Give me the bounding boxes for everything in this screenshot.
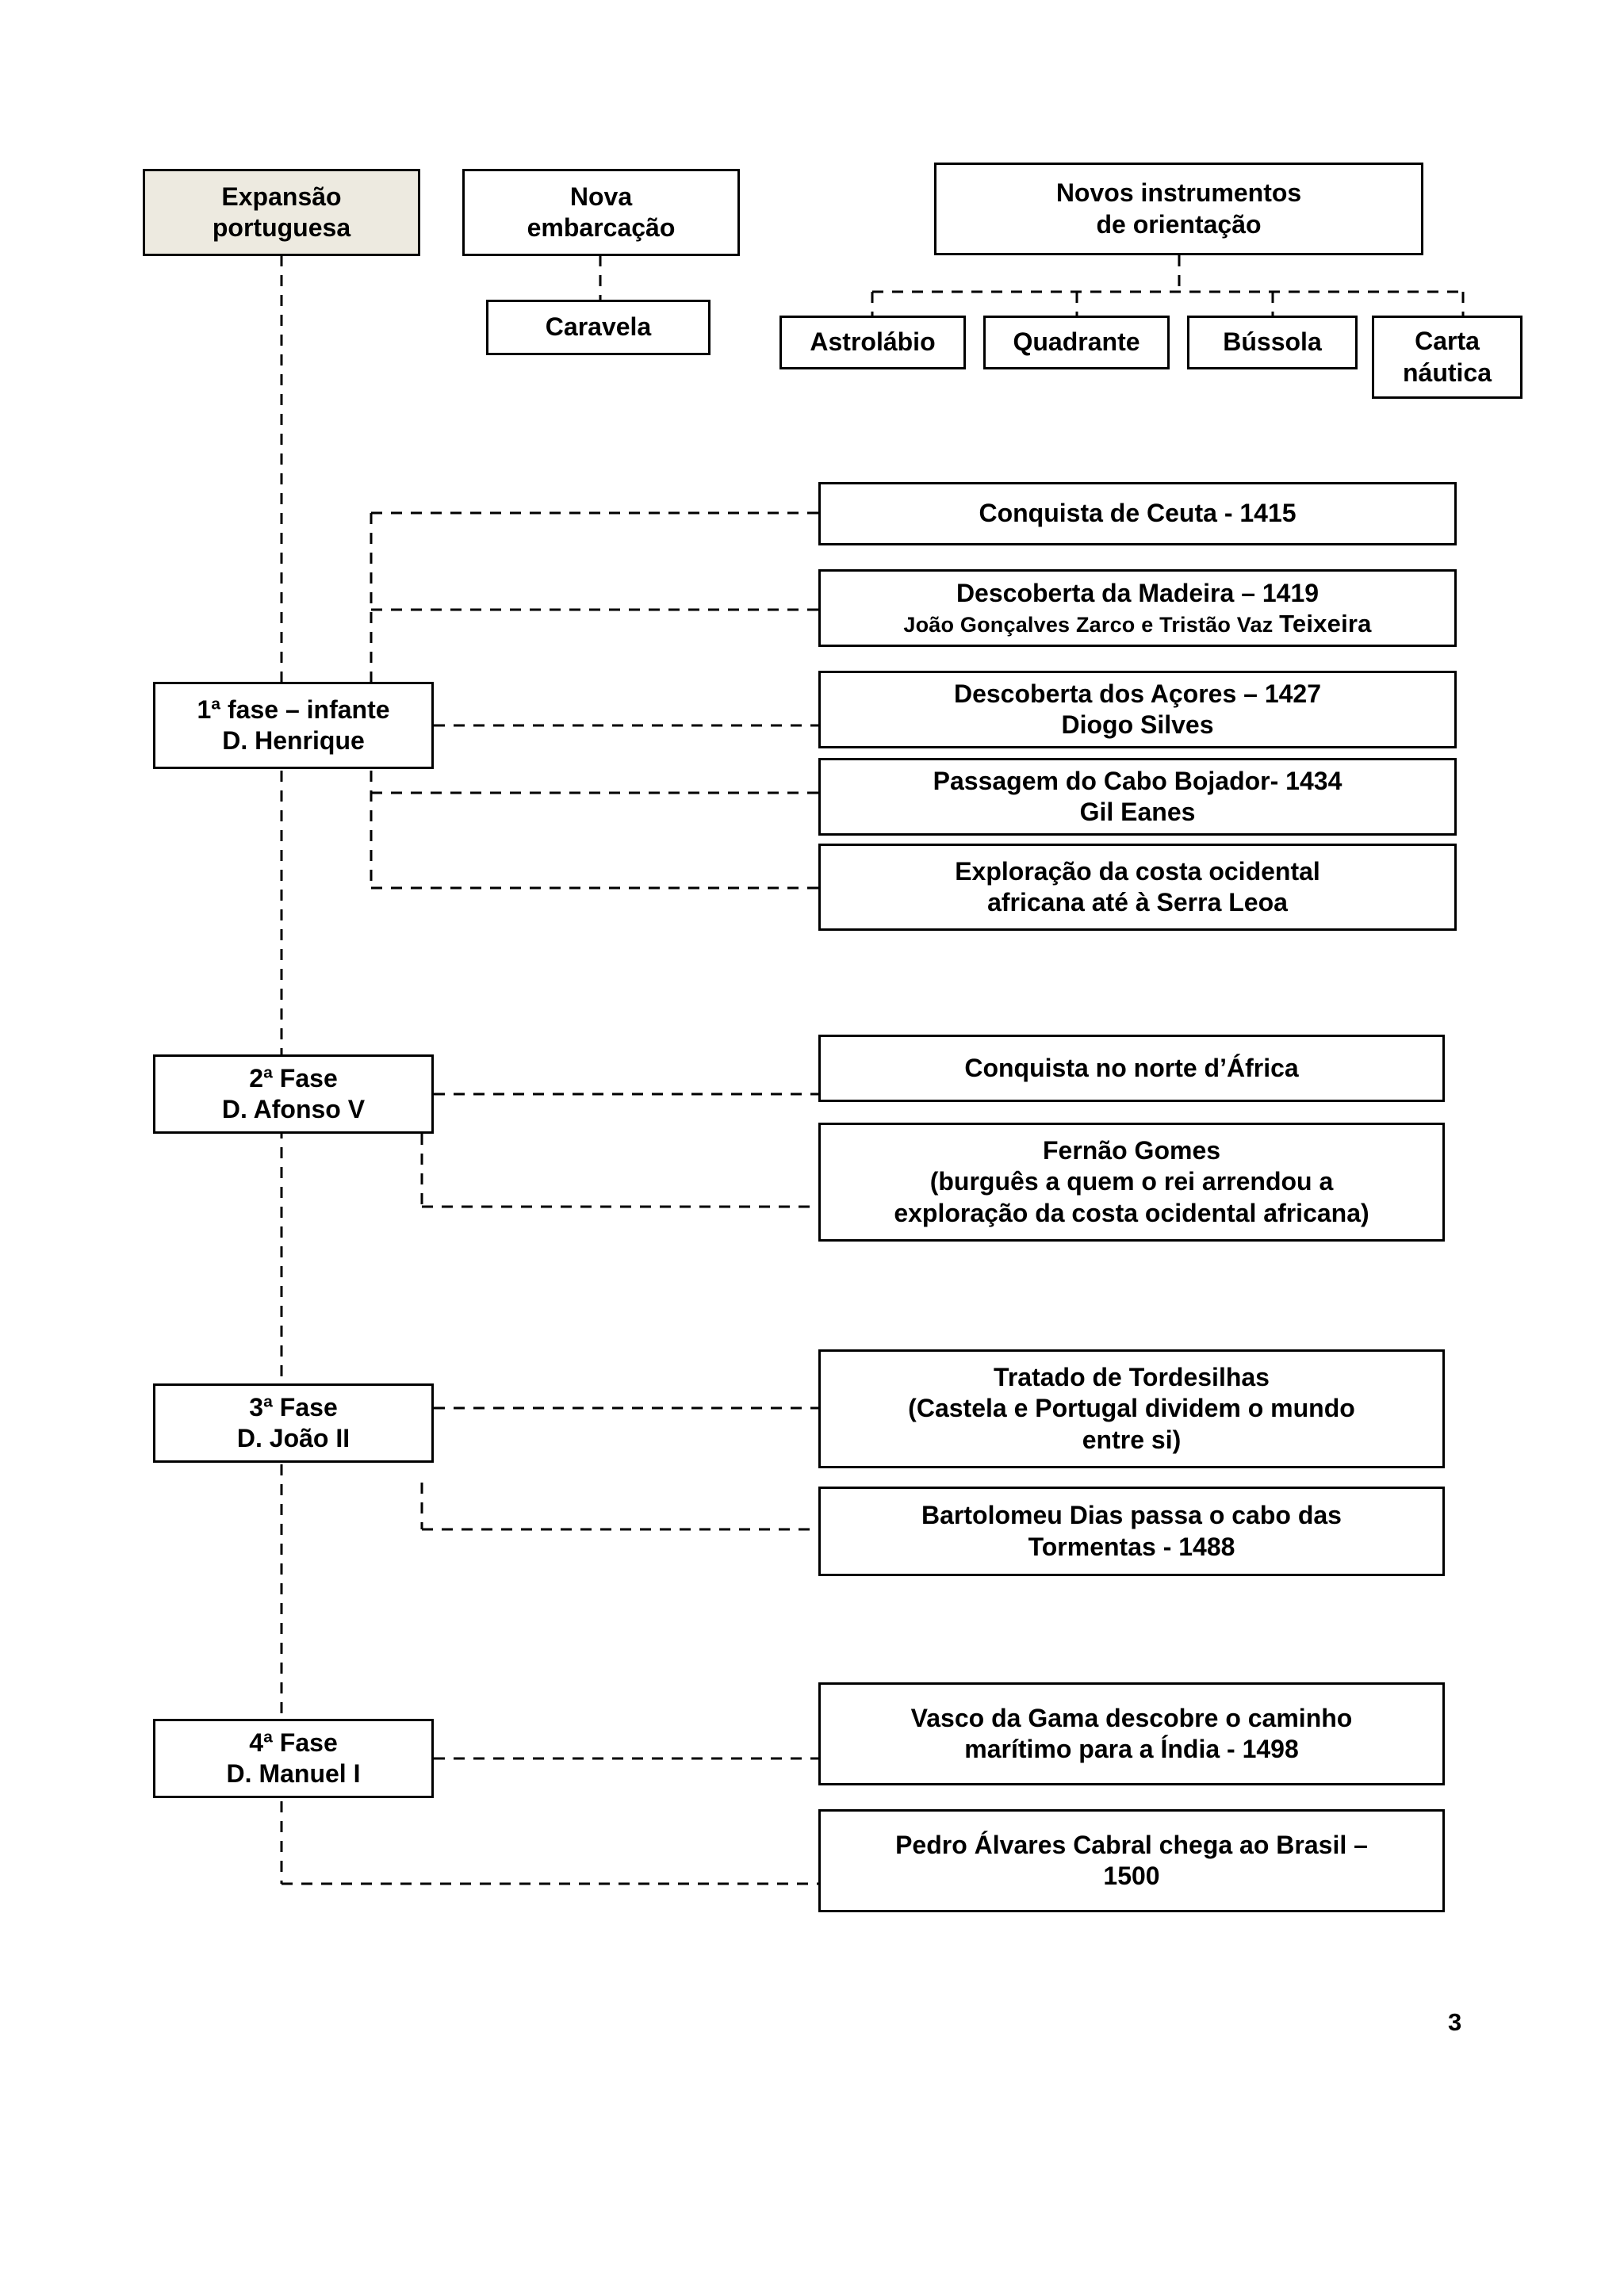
node-line-2: Tormentas - 1488 <box>1028 1532 1235 1561</box>
node-line-2: D. João II <box>236 1424 350 1452</box>
node-phase-1-label[interactable]: 1ª fase – infante D. Henrique <box>153 682 434 769</box>
node-phase-4-label[interactable]: 4ª Fase D. Manuel I <box>153 1719 434 1798</box>
node-line-1: Descoberta da Madeira – 1419 <box>956 578 1320 607</box>
node-line-1: 3ª Fase <box>249 1392 338 1422</box>
node-instrument-carta-nautica[interactable]: Carta náutica <box>1372 316 1522 399</box>
node-line-1: Exploração da costa ocidental <box>955 856 1320 886</box>
node-line-2: (Castela e Portugal dividem o mundo <box>908 1394 1355 1423</box>
node-phase-2-event-2[interactable]: Fernão Gomes (burguês a quem o rei arren… <box>818 1123 1445 1242</box>
node-phase-4-event-2[interactable]: Pedro Álvares Cabral chega ao Brasil – 1… <box>818 1809 1445 1912</box>
node-nova-embarcacao[interactable]: Nova embarcação <box>462 169 740 256</box>
node-line-1: Vasco da Gama descobre o caminho <box>910 1703 1353 1732</box>
node-line-1: Descoberta dos Açores – 1427 <box>953 679 1322 708</box>
node-phase-3-event-1[interactable]: Tratado de Tordesilhas (Castela e Portug… <box>818 1349 1445 1468</box>
node-novos-instrumentos[interactable]: Novos instrumentos de orientação <box>934 163 1423 255</box>
node-line-1: Passagem do Cabo Bojador- 1434 <box>933 766 1342 795</box>
node-line-1: Nova <box>569 182 633 211</box>
node-line-2: 1500 <box>1103 1862 1160 1890</box>
node-line-2-text: João Gonçalves Zarco e Tristão Vaz <box>903 612 1280 637</box>
node-phase-1-event-5[interactable]: Exploração da costa ocidental africana a… <box>818 844 1457 931</box>
node-line-1: Carta <box>1415 327 1480 356</box>
node-line-1: Pedro Álvares Cabral chega ao Brasil – <box>895 1830 1368 1859</box>
node-line-1: Conquista no norte d’África <box>964 1053 1299 1082</box>
page-number: 3 <box>1448 2008 1462 2036</box>
node-caravela[interactable]: Caravela <box>486 300 710 355</box>
node-line-2: D. Manuel I <box>226 1759 361 1788</box>
node-line-3: entre si) <box>1082 1425 1182 1454</box>
node-line-1: Bússola <box>1223 327 1322 357</box>
node-line-1: Tratado de Tordesilhas <box>994 1363 1270 1392</box>
node-line-2: D. Afonso V <box>221 1095 366 1123</box>
node-line-2-small: João Gonçalves Zarco e Tristão Vaz Teixe… <box>827 609 1448 639</box>
node-line-1: 1ª fase – infante <box>197 695 390 724</box>
node-phase-4-event-1[interactable]: Vasco da Gama descobre o caminho marítim… <box>818 1682 1445 1785</box>
node-expansao-portuguesa[interactable]: Expansão portuguesa <box>143 169 420 256</box>
node-phase-1-event-1[interactable]: Conquista de Ceuta - 1415 <box>818 482 1457 545</box>
node-phase-3-label[interactable]: 3ª Fase D. João II <box>153 1383 434 1463</box>
node-line-2: africana até à Serra Leoa <box>987 888 1288 916</box>
node-phase-1-event-2[interactable]: Descoberta da Madeira – 1419 João Gonçal… <box>818 569 1457 647</box>
node-line-2: de orientação <box>1096 209 1262 239</box>
node-phase-1-event-4[interactable]: Passagem do Cabo Bojador- 1434 Gil Eanes <box>818 758 1457 836</box>
node-line-2: Diogo Silves <box>1061 710 1214 739</box>
node-line-1: Expansão <box>221 182 342 211</box>
node-phase-3-event-2[interactable]: Bartolomeu Dias passa o cabo das Torment… <box>818 1487 1445 1576</box>
node-phase-1-event-3[interactable]: Descoberta dos Açores – 1427 Diogo Silve… <box>818 671 1457 748</box>
node-instrument-quadrante[interactable]: Quadrante <box>983 316 1170 369</box>
node-line-2: marítimo para a Índia - 1498 <box>964 1735 1299 1763</box>
node-phase-2-event-1[interactable]: Conquista no norte d’África <box>818 1035 1445 1102</box>
node-line-1: Novos instrumentos <box>1055 178 1302 208</box>
node-line-2: portuguesa <box>212 213 351 242</box>
node-line-1: Conquista de Ceuta - 1415 <box>979 499 1297 528</box>
node-instrument-bussola[interactable]: Bússola <box>1187 316 1358 369</box>
node-line-1: Bartolomeu Dias passa o cabo das <box>921 1501 1342 1530</box>
node-line-1: Fernão Gomes <box>1042 1136 1221 1165</box>
node-line-1: Astrolábio <box>810 327 936 357</box>
node-phase-2-label[interactable]: 2ª Fase D. Afonso V <box>153 1054 434 1134</box>
node-line-1: Quadrante <box>1013 327 1140 357</box>
node-line-1: Caravela <box>545 312 652 342</box>
node-line-1: 4ª Fase <box>249 1728 338 1757</box>
node-line-2-tail: Teixeira <box>1279 609 1372 637</box>
node-line-3: exploração da costa ocidental africana) <box>894 1198 1369 1227</box>
node-line-2: Gil Eanes <box>1079 798 1196 826</box>
node-line-2: D. Henrique <box>222 726 365 755</box>
node-line-2: (burguês a quem o rei arrendou a <box>929 1167 1334 1196</box>
node-line-1: 2ª Fase <box>249 1063 338 1093</box>
node-instrument-astrolabio[interactable]: Astrolábio <box>779 316 966 369</box>
node-line-2: náutica <box>1402 358 1492 387</box>
node-line-2: embarcação <box>527 213 676 242</box>
